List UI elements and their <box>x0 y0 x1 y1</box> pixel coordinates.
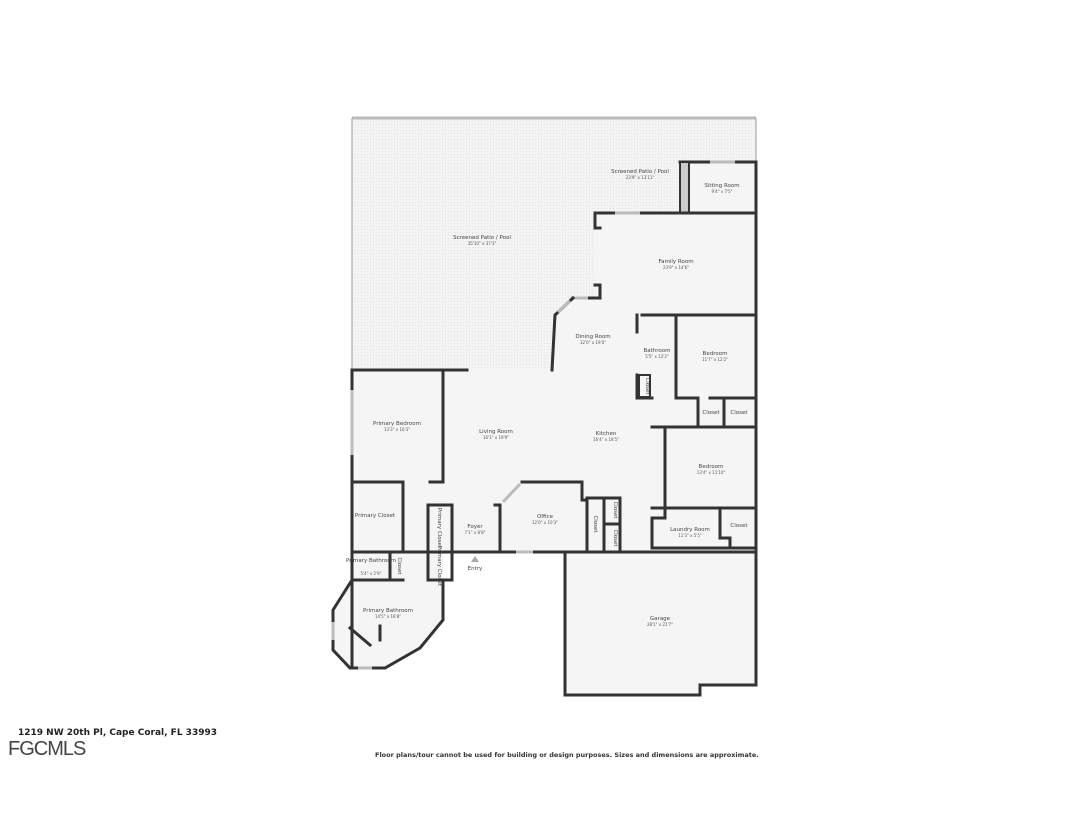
room-dim: 35'10" x 37'3" <box>468 241 497 246</box>
room-name: Dining Room <box>575 334 610 340</box>
room-name: Living Room <box>479 429 513 435</box>
room-name: Bedroom <box>703 351 728 357</box>
primary-closet-label: Primary Closet <box>436 508 442 549</box>
room-dim: 16'1" x 19'9" <box>483 435 509 440</box>
room-name: Sitting Room <box>704 183 739 189</box>
room-name: Primary Bathroom <box>346 558 396 564</box>
room-dim: 9'4" x 7'5" <box>712 189 733 194</box>
room-name: Primary Bathroom <box>363 608 413 614</box>
closet-label: Closet <box>592 515 598 533</box>
closet-label: Closet <box>644 377 650 395</box>
closet-label: Closet <box>396 557 402 575</box>
mls-logo: FGCMLS <box>8 738 86 760</box>
patio-area <box>352 118 756 370</box>
room-dim: 5'4" x 2'9" <box>361 571 382 576</box>
room-name: Foyer <box>467 524 483 530</box>
room-name: Office <box>537 514 554 520</box>
bathroom-floor <box>333 580 443 668</box>
room-dim: 23'9" x 14'6" <box>663 265 689 270</box>
room-name: Bedroom <box>699 464 724 470</box>
entry-arrow-icon <box>471 556 479 562</box>
room-name: Screened Patio / Pool <box>611 169 669 175</box>
room-name: Laundry Room <box>670 527 710 533</box>
closet-label: Closet <box>730 523 748 529</box>
room-dim: 14'5" x 16'8" <box>375 614 401 619</box>
room-dim: 11'7" x 12'2" <box>702 357 728 362</box>
closet-label: Closet <box>612 529 618 547</box>
room-dim: 13'4" x 11'10" <box>697 470 726 475</box>
closet-label: Closet <box>730 410 748 416</box>
interior-floor <box>352 162 756 695</box>
room-dim: 5'5" x 12'2" <box>645 354 669 359</box>
room-name: Bathroom <box>643 348 670 354</box>
disclaimer: Floor plans/tour cannot be used for buil… <box>375 751 759 759</box>
primary-closet-label: Primary Closet <box>355 513 396 519</box>
room-dim: 28'1" x 21'7" <box>647 622 673 627</box>
room-dim: 11'3" x 5'5" <box>678 533 702 538</box>
room-name: Family Room <box>658 259 693 265</box>
closet-label: Closet <box>702 410 720 416</box>
room-name: Screened Patio / Pool <box>453 235 511 241</box>
room-dim: 23'9" x 13'11" <box>626 175 655 180</box>
room-name: Garage <box>650 616 671 622</box>
entry-label: Entry <box>468 566 483 572</box>
property-address: 1219 NW 20th Pl, Cape Coral, FL 33993 <box>18 728 217 738</box>
room-name: Primary Bedroom <box>373 421 421 427</box>
room-dim: 12'0" x 10'3" <box>532 520 558 525</box>
closet-label: Closet <box>612 501 618 519</box>
room-dim: 16'4" x 18'5" <box>593 437 619 442</box>
room-dim: 13'3" x 16'3" <box>384 427 410 432</box>
room-name: Kitchen <box>596 431 617 437</box>
room-dim: 7'1" x 8'8" <box>465 530 486 535</box>
primary-closet-label: Primary Closet <box>436 546 442 587</box>
room-dim: 12'0" x 19'0" <box>580 340 606 345</box>
walls <box>331 116 758 697</box>
